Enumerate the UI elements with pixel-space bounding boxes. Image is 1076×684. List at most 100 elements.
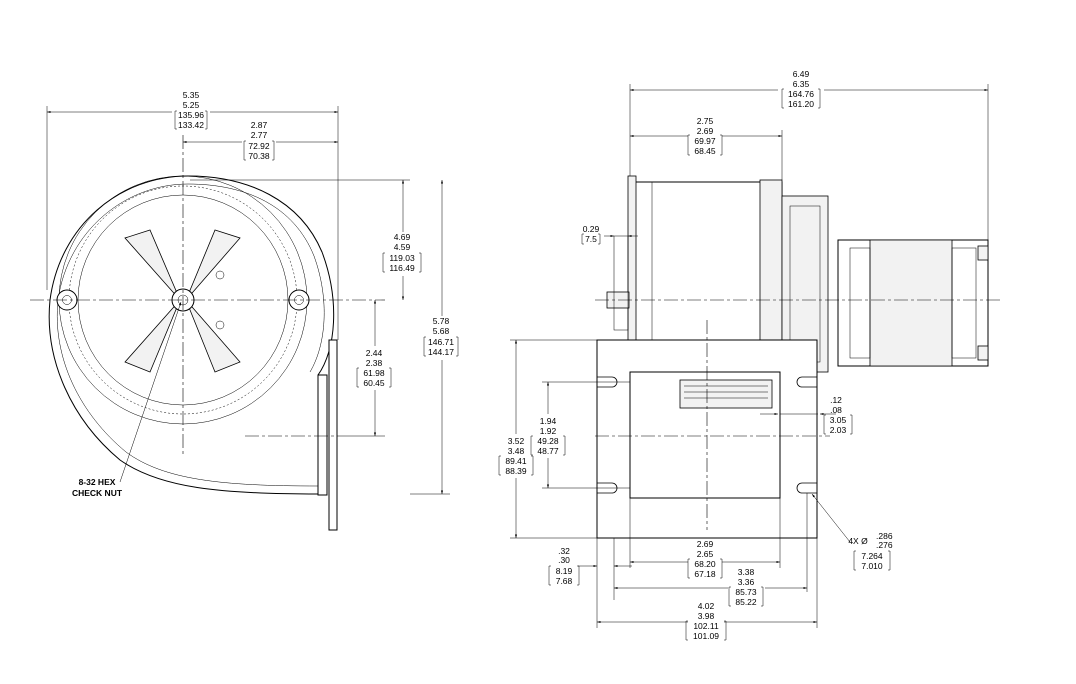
side-view: 6.49 6.35 164.76 161.20 2.75 2.69 69.97 … [498,69,1000,641]
front-spider-arm-upper-right [185,229,241,301]
side-motor-end-bolt-top [977,245,989,261]
side-flange-thickness-min-mm: 7.68 [556,576,573,586]
side-hole-dia-min-in: .276 [876,540,893,550]
side-shaft-offset-dimension: 0.29 7.5 [581,224,638,245]
front-rivet-upper [215,270,225,280]
front-top-to-hub-max-in: 4.69 [394,232,411,242]
side-outlet-width-min-mm: 67.18 [694,569,716,579]
side-overall-length-min-mm: 161.20 [788,99,814,109]
side-outlet-height-max-in: 1.94 [540,416,557,426]
side-housing-width-min-in: 2.69 [697,126,714,136]
front-overall-height-max-in: 5.78 [433,316,450,326]
front-overall-height-max-mm: 146.71 [428,337,454,347]
side-flange-thickness-dimension: .32 .30 8.19 7.68 [548,538,632,600]
front-rivet-lower [215,320,225,330]
side-outlet-height-dimension: 1.94 1.92 49.28 48.77 [530,381,630,489]
front-hub-to-outlet-max-in: 2.44 [366,348,383,358]
front-top-to-hub-min-mm: 116.49 [389,263,415,273]
front-hub-to-edge-min-in: 2.77 [251,130,268,140]
side-outlet-lip-min-in: .08 [830,405,842,415]
side-hole-spacing-min-in: 3.36 [738,577,755,587]
side-motor-core [869,239,953,367]
side-housing-width-max-mm: 69.97 [694,136,716,146]
hex-nut-callout-line1: 8-32 HEX [79,477,116,487]
side-overall-length-min-in: 6.35 [793,79,810,89]
side-housing-width-dimension: 2.75 2.69 69.97 68.45 [630,116,783,180]
side-flange-height-dimension: 3.52 3.48 89.41 88.39 [498,339,597,539]
side-housing-width-min-mm: 68.45 [694,146,716,156]
front-view: 5.35 5.25 135.96 133.42 2.87 2.77 72.92 … [30,90,459,531]
side-flange-height-max-in: 3.52 [508,436,525,446]
front-top-to-hub-dimension: 4.69 4.59 119.03 116.49 [190,179,422,300]
front-overall-height-dimension: 5.78 5.68 146.71 144.17 [410,180,459,495]
side-flange-height-min-in: 3.48 [508,446,525,456]
side-flange-thickness-min-in: .30 [558,555,570,565]
front-hub-to-edge-dimension: 2.87 2.77 72.92 70.38 [183,120,338,161]
side-flange-thickness-max-mm: 8.19 [556,566,573,576]
front-hub-to-outlet-min-in: 2.38 [366,358,383,368]
side-flange-width-max-in: 4.02 [698,601,715,611]
front-hub-to-edge-max-in: 2.87 [251,120,268,130]
side-shaft-plate [613,235,629,331]
side-slot-upper-right [796,376,817,388]
side-flange-width-min-mm: 101.09 [693,631,719,641]
side-hole-spacing-min-mm: 85.22 [735,597,757,607]
side-flange-height-max-mm: 89.41 [505,456,527,466]
front-spider-arm-lower-right [185,299,241,373]
side-outlet-lip-max-mm: 3.05 [830,415,847,425]
side-hole-dia-max-mm: 7.264 [861,551,883,561]
front-scroll-housing [48,175,335,495]
front-hub-to-outlet-min-mm: 60.45 [363,378,385,388]
side-outlet-width-max-mm: 68.20 [694,559,716,569]
front-overall-height-min-mm: 144.17 [428,347,454,357]
front-hub-to-edge-max-mm: 72.92 [248,141,270,151]
front-spider-arm-lower-left [124,299,181,373]
side-outlet-blades [679,379,773,409]
front-outlet-plate [328,339,338,531]
front-hub-to-edge-min-mm: 70.38 [248,151,270,161]
side-overall-length-dimension: 6.49 6.35 164.76 161.20 [629,69,989,240]
side-housing-right-rim [759,179,783,343]
side-outlet-lip-min-mm: 2.03 [830,425,847,435]
front-overall-height-min-in: 5.68 [433,326,450,336]
side-hole-dia-max-in: .286 [876,531,893,541]
hex-nut-callout: 8-32 HEX CHECK NUT [72,301,182,498]
side-outlet-width-max-in: 2.69 [697,539,714,549]
front-spider-arm-upper-left [124,229,181,301]
front-top-to-hub-min-in: 4.59 [394,242,411,252]
side-overall-length-max-mm: 164.76 [788,89,814,99]
side-shaft-offset-in: 0.29 [583,224,600,234]
side-housing-left-rim [627,175,637,347]
side-motor-end-bolt-bottom [977,345,989,361]
front-overall-width-min-in: 5.25 [183,100,200,110]
front-hub-to-outlet-dimension: 2.44 2.38 61.98 60.45 [345,300,392,437]
side-hole-spacing-max-in: 3.38 [738,567,755,577]
side-flange-width-dimension: 4.02 3.98 102.11 101.09 [596,538,818,641]
front-overall-width-dimension: 5.35 5.25 135.96 133.42 [46,90,339,340]
hex-nut-callout-line2: CHECK NUT [72,488,123,498]
side-housing-width-max-in: 2.75 [697,116,714,126]
side-hole-dia-min-mm: 7.010 [861,561,883,571]
side-flange-height-min-mm: 88.39 [505,466,527,476]
front-overall-width-max-in: 5.35 [183,90,200,100]
side-hole-spacing-max-mm: 85.73 [735,587,757,597]
side-slot-lower-right [796,482,817,494]
side-outlet-lip-dimension: .12 .08 3.05 2.03 [760,395,853,435]
front-outlet-flange [317,374,328,496]
side-flange-width-min-in: 3.98 [698,611,715,621]
side-outlet-height-min-in: 1.92 [540,426,557,436]
side-hole-callout: 4X Ø .286 .276 7.264 7.010 [811,493,893,571]
side-overall-length-max-in: 6.49 [793,69,810,79]
side-housing-body [629,181,783,341]
side-outlet-width-dimension: 2.69 2.65 68.20 67.18 [629,498,781,579]
side-outlet-height-max-mm: 49.28 [537,436,559,446]
front-overall-width-min-mm: 133.42 [178,120,204,130]
side-outlet-lip-max-in: .12 [830,395,842,405]
front-overall-width-max-mm: 135.96 [178,110,204,120]
side-hole-callout-prefix: 4X Ø [848,536,868,546]
front-top-to-hub-max-mm: 119.03 [389,253,415,263]
side-hole-spacing-dimension: 3.38 3.36 85.73 85.22 [614,493,808,607]
side-outlet-width-min-in: 2.65 [697,549,714,559]
side-flange-width-max-mm: 102.11 [693,621,719,631]
